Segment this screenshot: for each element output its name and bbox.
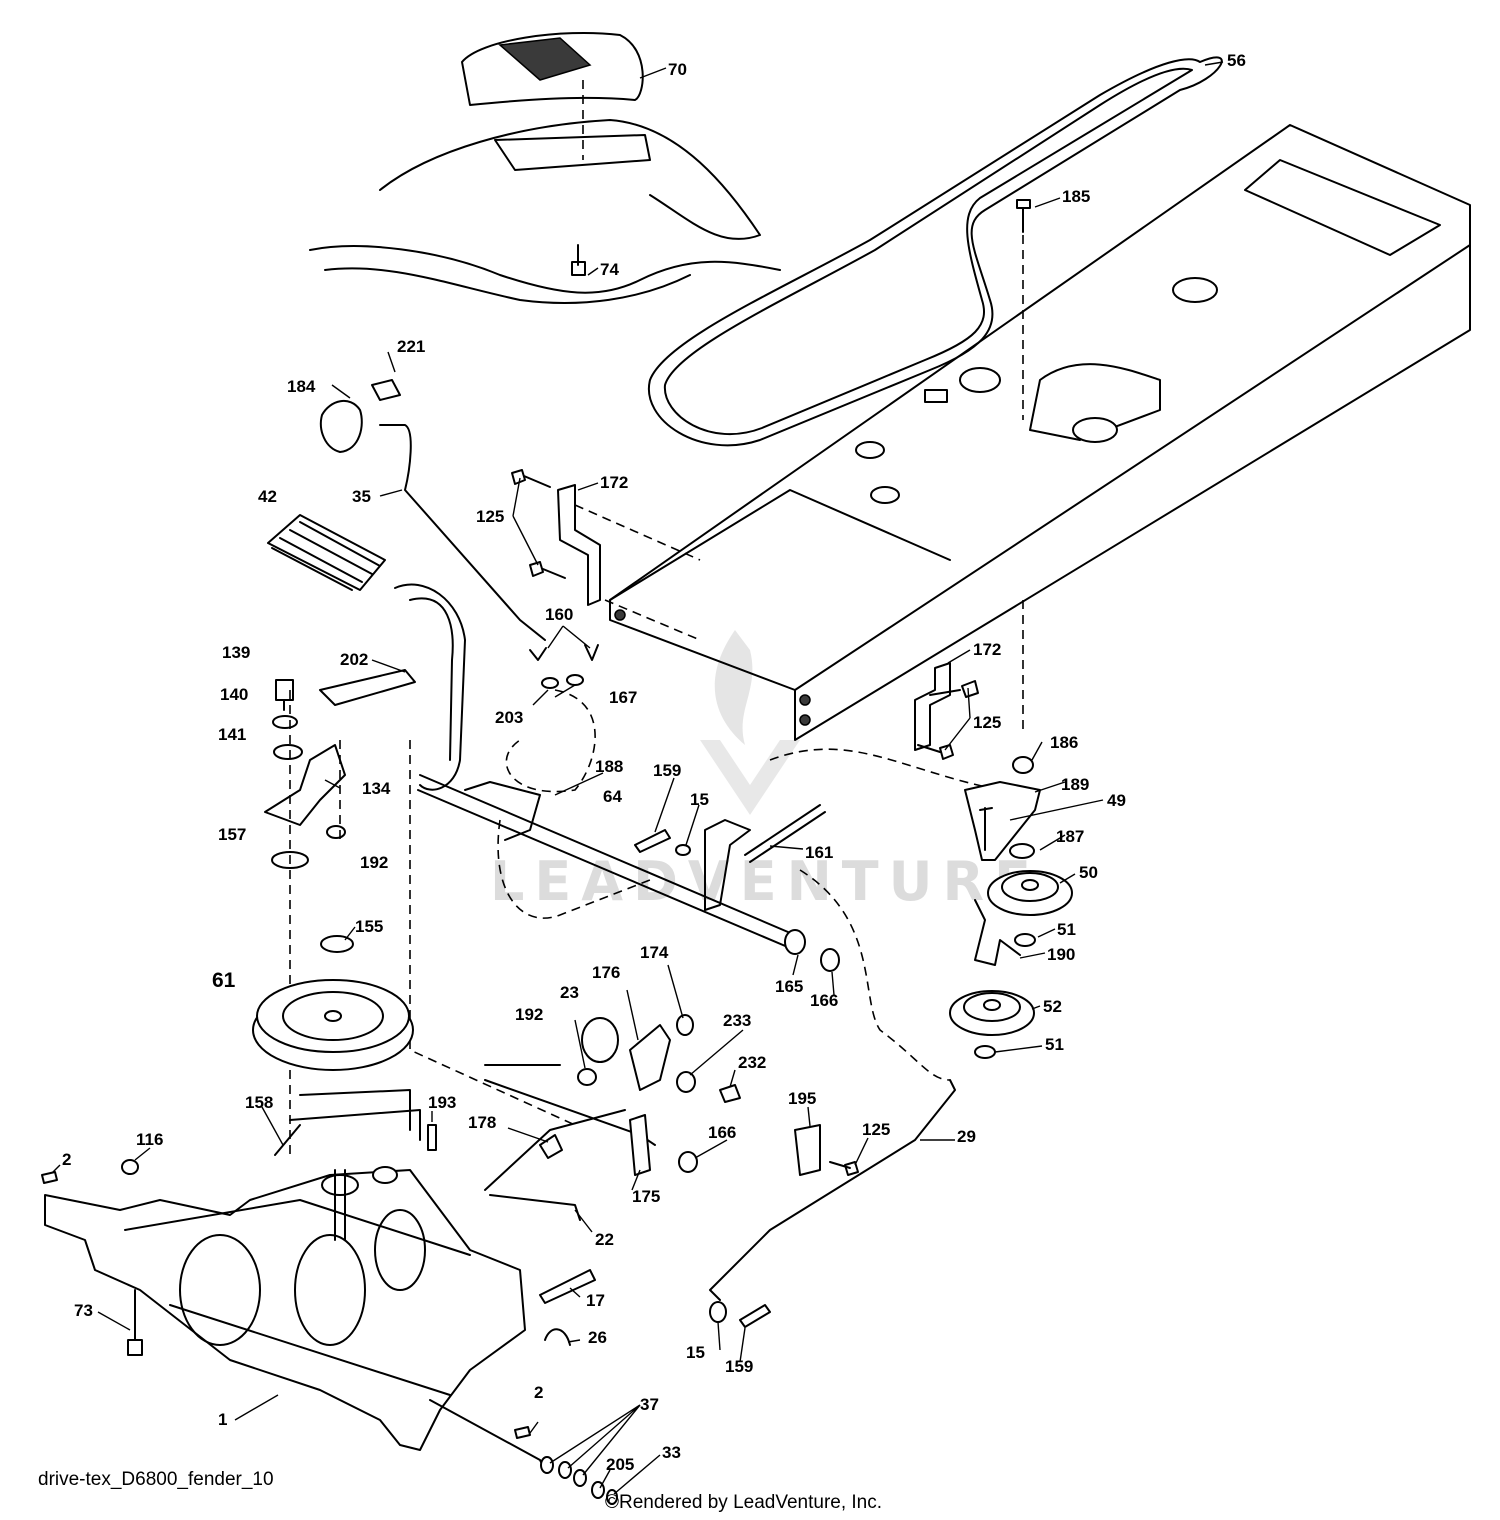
callout-167: 167 bbox=[609, 688, 637, 707]
callout-166-lower: 166 bbox=[708, 1123, 736, 1142]
callout-195: 195 bbox=[788, 1089, 816, 1108]
callout-74: 74 bbox=[600, 260, 619, 279]
carriage-bolt-185 bbox=[1016, 199, 1031, 735]
pulleys bbox=[252, 756, 1073, 1071]
callout-52: 52 bbox=[1043, 997, 1062, 1016]
watermark: LEADVENTURE bbox=[490, 630, 1041, 913]
callout-202: 202 bbox=[340, 650, 368, 669]
fender bbox=[309, 32, 781, 304]
mounting-brackets bbox=[511, 469, 979, 760]
callout-232: 232 bbox=[738, 1053, 766, 1072]
callout-134: 134 bbox=[362, 779, 391, 798]
callout-165: 165 bbox=[775, 977, 803, 996]
callout-56: 56 bbox=[1227, 51, 1246, 70]
callout-184: 184 bbox=[287, 377, 316, 396]
callout-139: 139 bbox=[222, 643, 250, 662]
callout-172-upper: 172 bbox=[600, 473, 628, 492]
leader-lines bbox=[51, 61, 1224, 1495]
callout-116: 116 bbox=[136, 1130, 163, 1149]
callout-166-upper: 166 bbox=[810, 991, 838, 1010]
callout-17: 17 bbox=[586, 1291, 605, 1310]
callout-141: 141 bbox=[218, 725, 246, 744]
watermark-text: LEADVENTURE bbox=[490, 850, 1041, 913]
callout-159-lower: 159 bbox=[725, 1357, 753, 1376]
callout-175: 175 bbox=[632, 1187, 660, 1206]
callout-125-upper: 125 bbox=[476, 507, 504, 526]
callout-51-upper: 51 bbox=[1057, 920, 1076, 939]
brake-pedal-assembly bbox=[267, 379, 546, 791]
callout-157: 157 bbox=[218, 825, 246, 844]
callout-172-lower: 172 bbox=[973, 640, 1001, 659]
callout-37: 37 bbox=[640, 1395, 659, 1414]
cross-shaft bbox=[417, 774, 840, 972]
callout-140: 140 bbox=[220, 685, 248, 704]
callout-192-lower: 192 bbox=[515, 1005, 543, 1024]
callout-193: 193 bbox=[428, 1093, 456, 1112]
drive-belt bbox=[647, 56, 1223, 447]
callout-190: 190 bbox=[1047, 945, 1075, 964]
callout-159-upper: 159 bbox=[653, 761, 681, 780]
callout-64: 64 bbox=[603, 787, 622, 806]
callout-1: 1 bbox=[218, 1410, 227, 1429]
drawing-id: drive-tex_D6800_fender_10 bbox=[38, 1469, 274, 1490]
callout-15-upper: 15 bbox=[690, 790, 709, 809]
pedal-hardware bbox=[264, 644, 599, 869]
callout-178: 178 bbox=[468, 1113, 496, 1132]
callout-125-right: 125 bbox=[862, 1120, 890, 1139]
callout-160: 160 bbox=[545, 605, 573, 624]
chassis-frame bbox=[609, 124, 1471, 741]
callout-29: 29 bbox=[957, 1127, 976, 1146]
rendered-by-credit: ©Rendered by LeadVenture, Inc. bbox=[605, 1492, 882, 1513]
callout-labels: 70 56 185 74 221 184 35 42 172 125 160 1… bbox=[62, 51, 1246, 1474]
callout-50: 50 bbox=[1079, 863, 1098, 882]
callout-192-upper: 192 bbox=[360, 853, 388, 872]
routing-paths bbox=[289, 689, 1001, 1160]
callout-155: 155 bbox=[355, 917, 383, 936]
callout-33: 33 bbox=[662, 1443, 681, 1462]
callout-125-lower: 125 bbox=[973, 713, 1001, 732]
callout-185: 185 bbox=[1062, 187, 1090, 206]
callout-22: 22 bbox=[595, 1230, 614, 1249]
callout-158: 158 bbox=[245, 1093, 273, 1112]
callout-233: 233 bbox=[723, 1011, 751, 1030]
callout-186: 186 bbox=[1050, 733, 1078, 752]
callout-221: 221 bbox=[397, 337, 425, 356]
lower-linkages bbox=[484, 1014, 956, 1346]
transaxle-assembly bbox=[41, 1089, 618, 1505]
callout-70: 70 bbox=[668, 60, 687, 79]
callout-15-lower: 15 bbox=[686, 1343, 705, 1362]
callout-2-lower: 2 bbox=[534, 1383, 543, 1402]
callout-2-upper: 2 bbox=[62, 1150, 71, 1169]
callout-61: 61 bbox=[212, 969, 236, 992]
callout-187: 187 bbox=[1056, 827, 1084, 846]
callout-49: 49 bbox=[1107, 791, 1126, 810]
callout-174: 174 bbox=[640, 943, 669, 962]
callout-188: 188 bbox=[595, 757, 623, 776]
callout-176: 176 bbox=[592, 963, 620, 982]
callout-51-lower: 51 bbox=[1045, 1035, 1064, 1054]
callout-42: 42 bbox=[258, 487, 277, 506]
callout-23: 23 bbox=[560, 983, 579, 1002]
callout-205: 205 bbox=[606, 1455, 634, 1474]
callout-161: 161 bbox=[805, 843, 833, 862]
callout-35: 35 bbox=[352, 487, 371, 506]
callout-73: 73 bbox=[74, 1301, 93, 1320]
callout-189: 189 bbox=[1061, 775, 1089, 794]
callout-203: 203 bbox=[495, 708, 523, 727]
callout-26: 26 bbox=[588, 1328, 607, 1347]
